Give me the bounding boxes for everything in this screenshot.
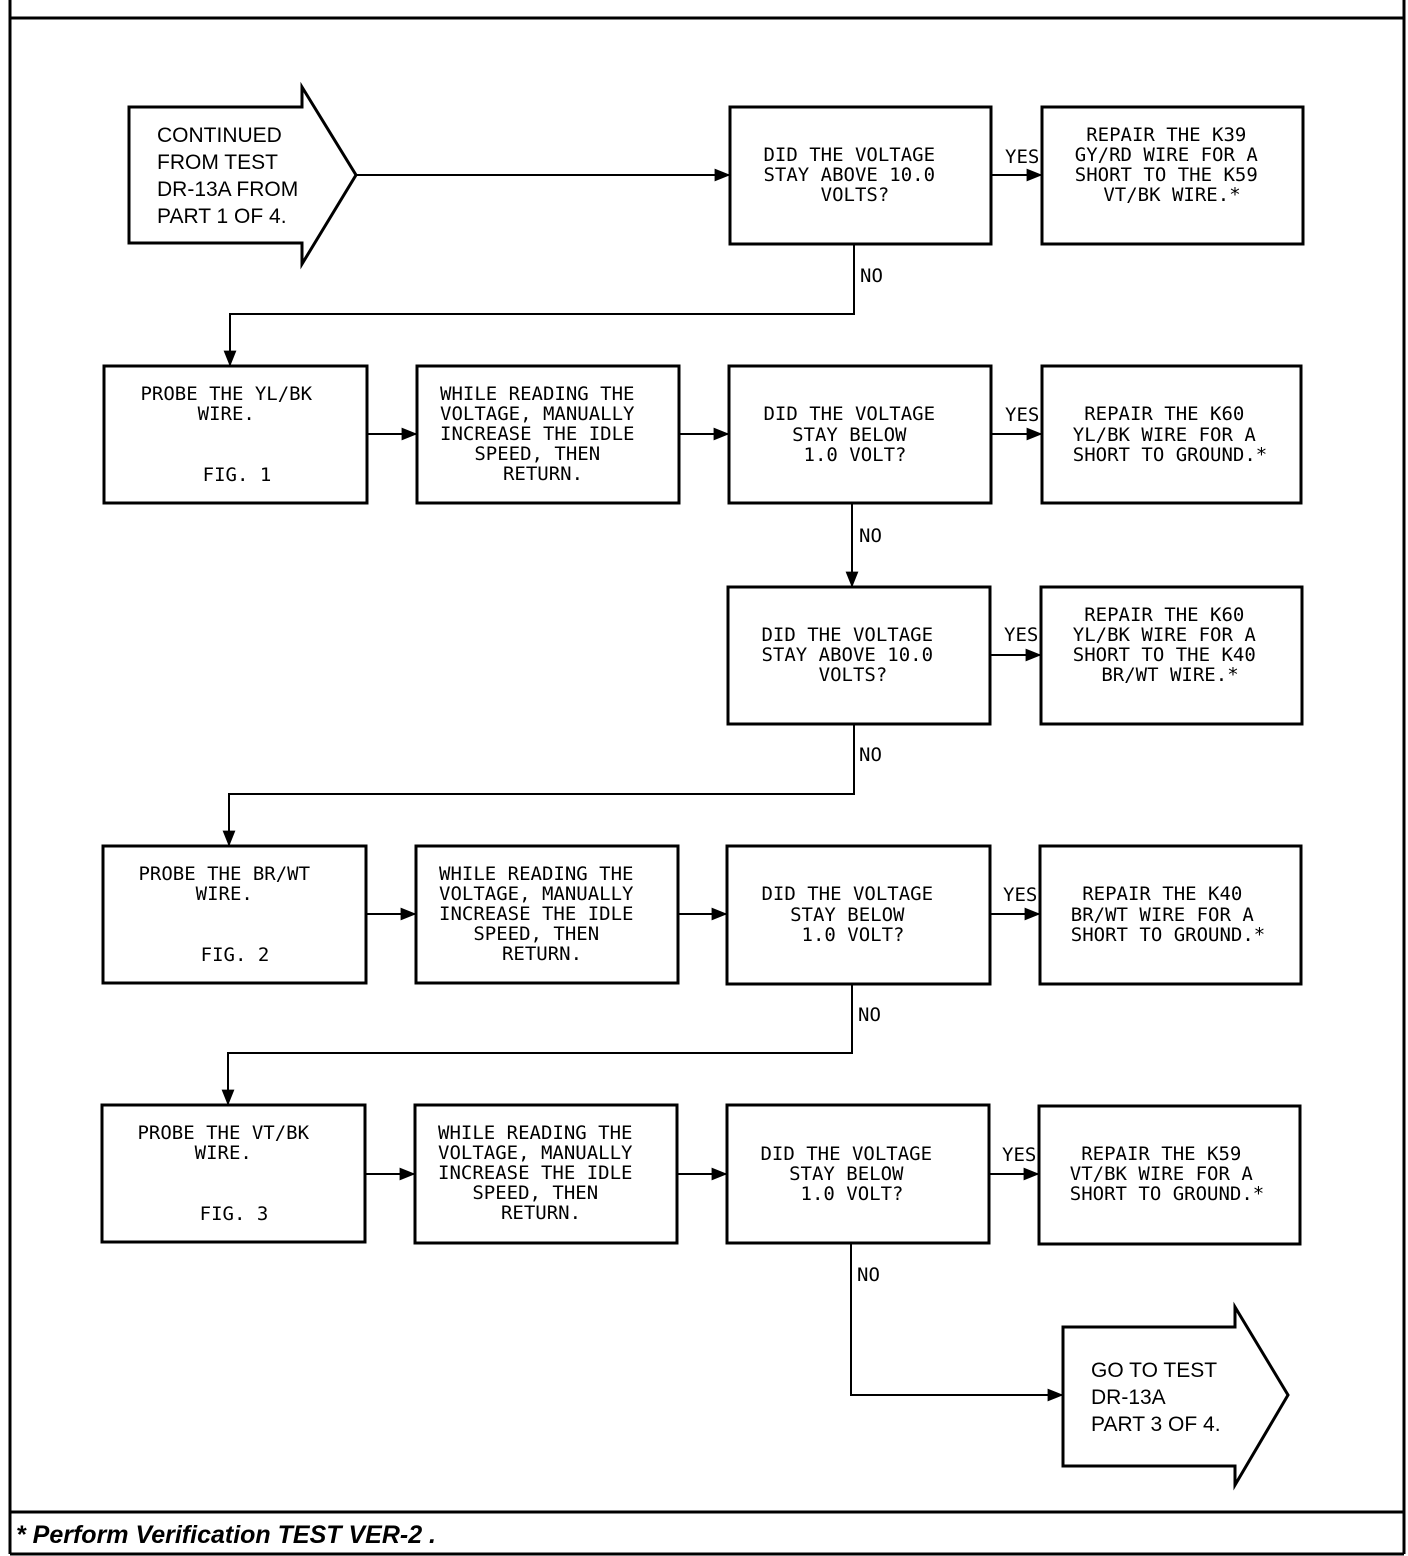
- probe-box-3: PROBE THE VT/BK WIRE. FIG. 3: [100, 1103, 367, 1244]
- svg-text:DID THE VOLTAGE STAY ABO: DID THE VOLTAGE STAY ABOVE 10.0 VOLTS?: [763, 144, 946, 206]
- while-reading-box-1: WHILE READING THE VOLTAGE, MANUALLY INCR…: [415, 364, 681, 505]
- question-box-4: DID THE VOLTAGE STAY BELOW 1.0 VOLT?: [725, 844, 992, 986]
- no-label-5: NO: [857, 1264, 880, 1286]
- svg-text:PROBE THE VT/BK WIRE.: PROBE THE VT/BK WIRE. FIG. 3: [137, 1122, 320, 1225]
- yes-label-4: YES: [1003, 884, 1037, 906]
- repair-box-3: REPAIR THE K60 YL/BK WIRE FOR A SHORT TO…: [1039, 585, 1304, 726]
- start-arrow: CONTINUED FROM TEST DR-13A FROM PART 1 O…: [127, 81, 358, 270]
- question-box-3: DID THE VOLTAGE STAY ABOVE 10.0 VOLTS?: [726, 585, 992, 726]
- end-arrow-text: GO TO TEST DR-13A PART 3 OF 4.: [1091, 1359, 1223, 1436]
- yes-label-3: YES: [1004, 624, 1038, 646]
- footer-note: * Perform Verification TEST VER-2 .: [16, 1521, 436, 1549]
- svg-text:DID THE VOLTAGE STAY ABO: DID THE VOLTAGE STAY ABOVE 10.0 VOLTS?: [761, 624, 944, 686]
- repair-box-2: REPAIR THE K60 YL/BK WIRE FOR A SHORT TO…: [1040, 364, 1303, 505]
- svg-text:WHILE READING THE VOLTAG: WHILE READING THE VOLTAGE, MANUALLY INCR…: [438, 1122, 644, 1224]
- yes-label-1: YES: [1005, 146, 1039, 168]
- yes-label-2: YES: [1005, 404, 1039, 426]
- arrow-q1-no: [223, 244, 855, 367]
- svg-text:REPAIR THE K59 VT/BK WIR: REPAIR THE K59 VT/BK WIRE FOR A SHORT TO…: [1070, 1143, 1264, 1205]
- no-label-1: NO: [860, 265, 883, 287]
- svg-text:WHILE READING THE VOLTAG: WHILE READING THE VOLTAGE, MANUALLY INCR…: [439, 863, 645, 965]
- page-frame: [8, 0, 1406, 1556]
- svg-text:DID THE VOLTAGE STAY BEL: DID THE VOLTAGE STAY BELOW 1.0 VOLT?: [763, 403, 946, 466]
- svg-text:REPAIR THE K60 YL/BK WIR: REPAIR THE K60 YL/BK WIRE FOR A SHORT TO…: [1073, 403, 1267, 466]
- repair-box-4: REPAIR THE K40 BR/WT WIRE FOR A SHORT TO…: [1038, 844, 1303, 986]
- arrow-q5-no: [850, 1244, 1064, 1402]
- svg-text:DID THE VOLTAGE STAY BEL: DID THE VOLTAGE STAY BELOW 1.0 VOLT?: [761, 883, 944, 946]
- svg-text:REPAIR THE K60 YL/BK WIR: REPAIR THE K60 YL/BK WIRE FOR A SHORT TO…: [1073, 604, 1267, 686]
- repair-box-1: REPAIR THE K39 GY/RD WIRE FOR A SHORT TO…: [1040, 105, 1305, 246]
- arrow-q4-no: [221, 984, 853, 1106]
- no-label-2: NO: [859, 525, 882, 547]
- repair-box-5: REPAIR THE K59 VT/BK WIRE FOR A SHORT TO…: [1037, 1104, 1302, 1246]
- arrow-q3-no: [222, 724, 855, 847]
- question-box-1: DID THE VOLTAGE STAY ABOVE 10.0 VOLTS?: [728, 105, 993, 246]
- svg-text:WHILE READING THE VOLTAG: WHILE READING THE VOLTAGE, MANUALLY INCR…: [440, 383, 646, 485]
- no-label-4: NO: [858, 1004, 881, 1026]
- svg-text:PROBE THE BR/WT WIRE.: PROBE THE BR/WT WIRE. FIG. 2: [138, 863, 321, 966]
- yes-label-5: YES: [1002, 1144, 1036, 1166]
- connectors: [221, 168, 1064, 1402]
- svg-text:REPAIR THE K39 GY/RD WIR: REPAIR THE K39 GY/RD WIRE FOR A SHORT TO…: [1075, 124, 1269, 206]
- svg-text:PROBE THE YL/BK WIRE.: PROBE THE YL/BK WIRE. FIG. 1: [140, 383, 323, 486]
- svg-text:REPAIR THE K40 BR/WT WIR: REPAIR THE K40 BR/WT WIRE FOR A SHORT TO…: [1071, 883, 1265, 946]
- branch-labels: YES YES YES YES YES NO NO NO NO NO: [857, 146, 1039, 1286]
- probe-box-2: PROBE THE BR/WT WIRE. FIG. 2: [101, 844, 368, 985]
- question-box-2: DID THE VOLTAGE STAY BELOW 1.0 VOLT?: [727, 364, 993, 505]
- question-box-5: DID THE VOLTAGE STAY BELOW 1.0 VOLT?: [725, 1103, 991, 1245]
- svg-text:DID THE VOLTAGE STAY BEL: DID THE VOLTAGE STAY BELOW 1.0 VOLT?: [760, 1143, 943, 1205]
- end-arrow: GO TO TEST DR-13A PART 3 OF 4.: [1061, 1301, 1290, 1491]
- probe-box-1: PROBE THE YL/BK WIRE. FIG. 1: [102, 364, 369, 505]
- start-arrow-text: CONTINUED FROM TEST DR-13A FROM PART 1 O…: [157, 124, 304, 228]
- no-label-3: NO: [859, 744, 882, 766]
- while-reading-box-2: WHILE READING THE VOLTAGE, MANUALLY INCR…: [414, 844, 680, 985]
- while-reading-box-3: WHILE READING THE VOLTAGE, MANUALLY INCR…: [413, 1103, 679, 1245]
